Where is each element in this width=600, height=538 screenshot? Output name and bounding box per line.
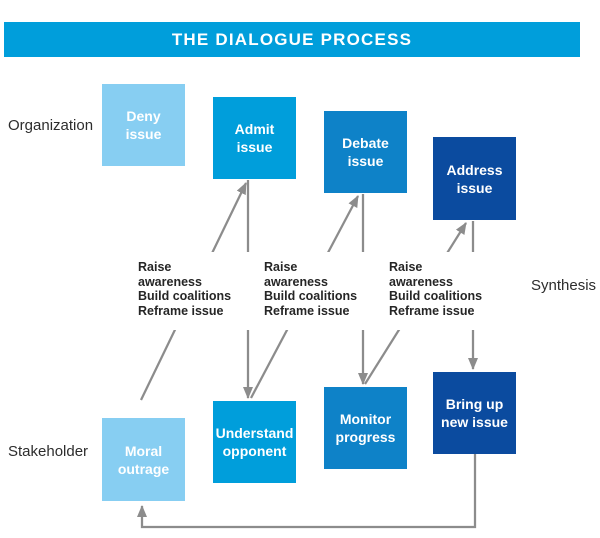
tactics-line: Reframe issue (138, 303, 224, 318)
monitor-progress-box: Monitor progress (324, 387, 407, 469)
tactics-line: Raise (264, 260, 298, 274)
diagram-title: THE DIALOGUE PROCESS (4, 22, 580, 57)
tactics-line: Raise (138, 260, 172, 274)
arrow-bring-up-new-issue-to-moral-outrage (137, 454, 477, 529)
organization-row-label: Organization (8, 117, 94, 134)
tactics-annotation-3: Raise awareness Build coalitions Reframe… (389, 252, 506, 330)
tactics-line: Raise (389, 260, 423, 274)
tactics-line: Reframe issue (264, 303, 350, 318)
address-issue-box: Address issue (433, 137, 516, 220)
tactics-line: Build coalitions (264, 289, 358, 303)
understand-opponent-box: Understand opponent (213, 401, 296, 483)
admit-issue-box: Admit issue (213, 97, 296, 179)
tactics-line: awareness (389, 274, 453, 289)
synthesis-label: Synthesis (531, 277, 597, 294)
tactics-line: awareness (264, 274, 328, 289)
tactics-line: Build coalitions (138, 289, 232, 303)
deny-issue-box: Deny issue (102, 84, 185, 166)
bring-up-new-issue-box: Bring up new issue (433, 372, 516, 454)
debate-issue-box: Debate issue (324, 111, 407, 193)
tactics-line: awareness (138, 274, 202, 289)
tactics-annotation-1: Raise awareness Build coalitions Reframe… (138, 252, 255, 330)
moral-outrage-box: Moral outrage (102, 418, 185, 501)
tactics-line: Reframe issue (389, 303, 475, 318)
stakeholder-row-label: Stakeholder (8, 443, 89, 460)
tactics-annotation-2: Raise awareness Build coalitions Reframe… (264, 252, 381, 330)
tactics-line: Build coalitions (389, 289, 483, 303)
